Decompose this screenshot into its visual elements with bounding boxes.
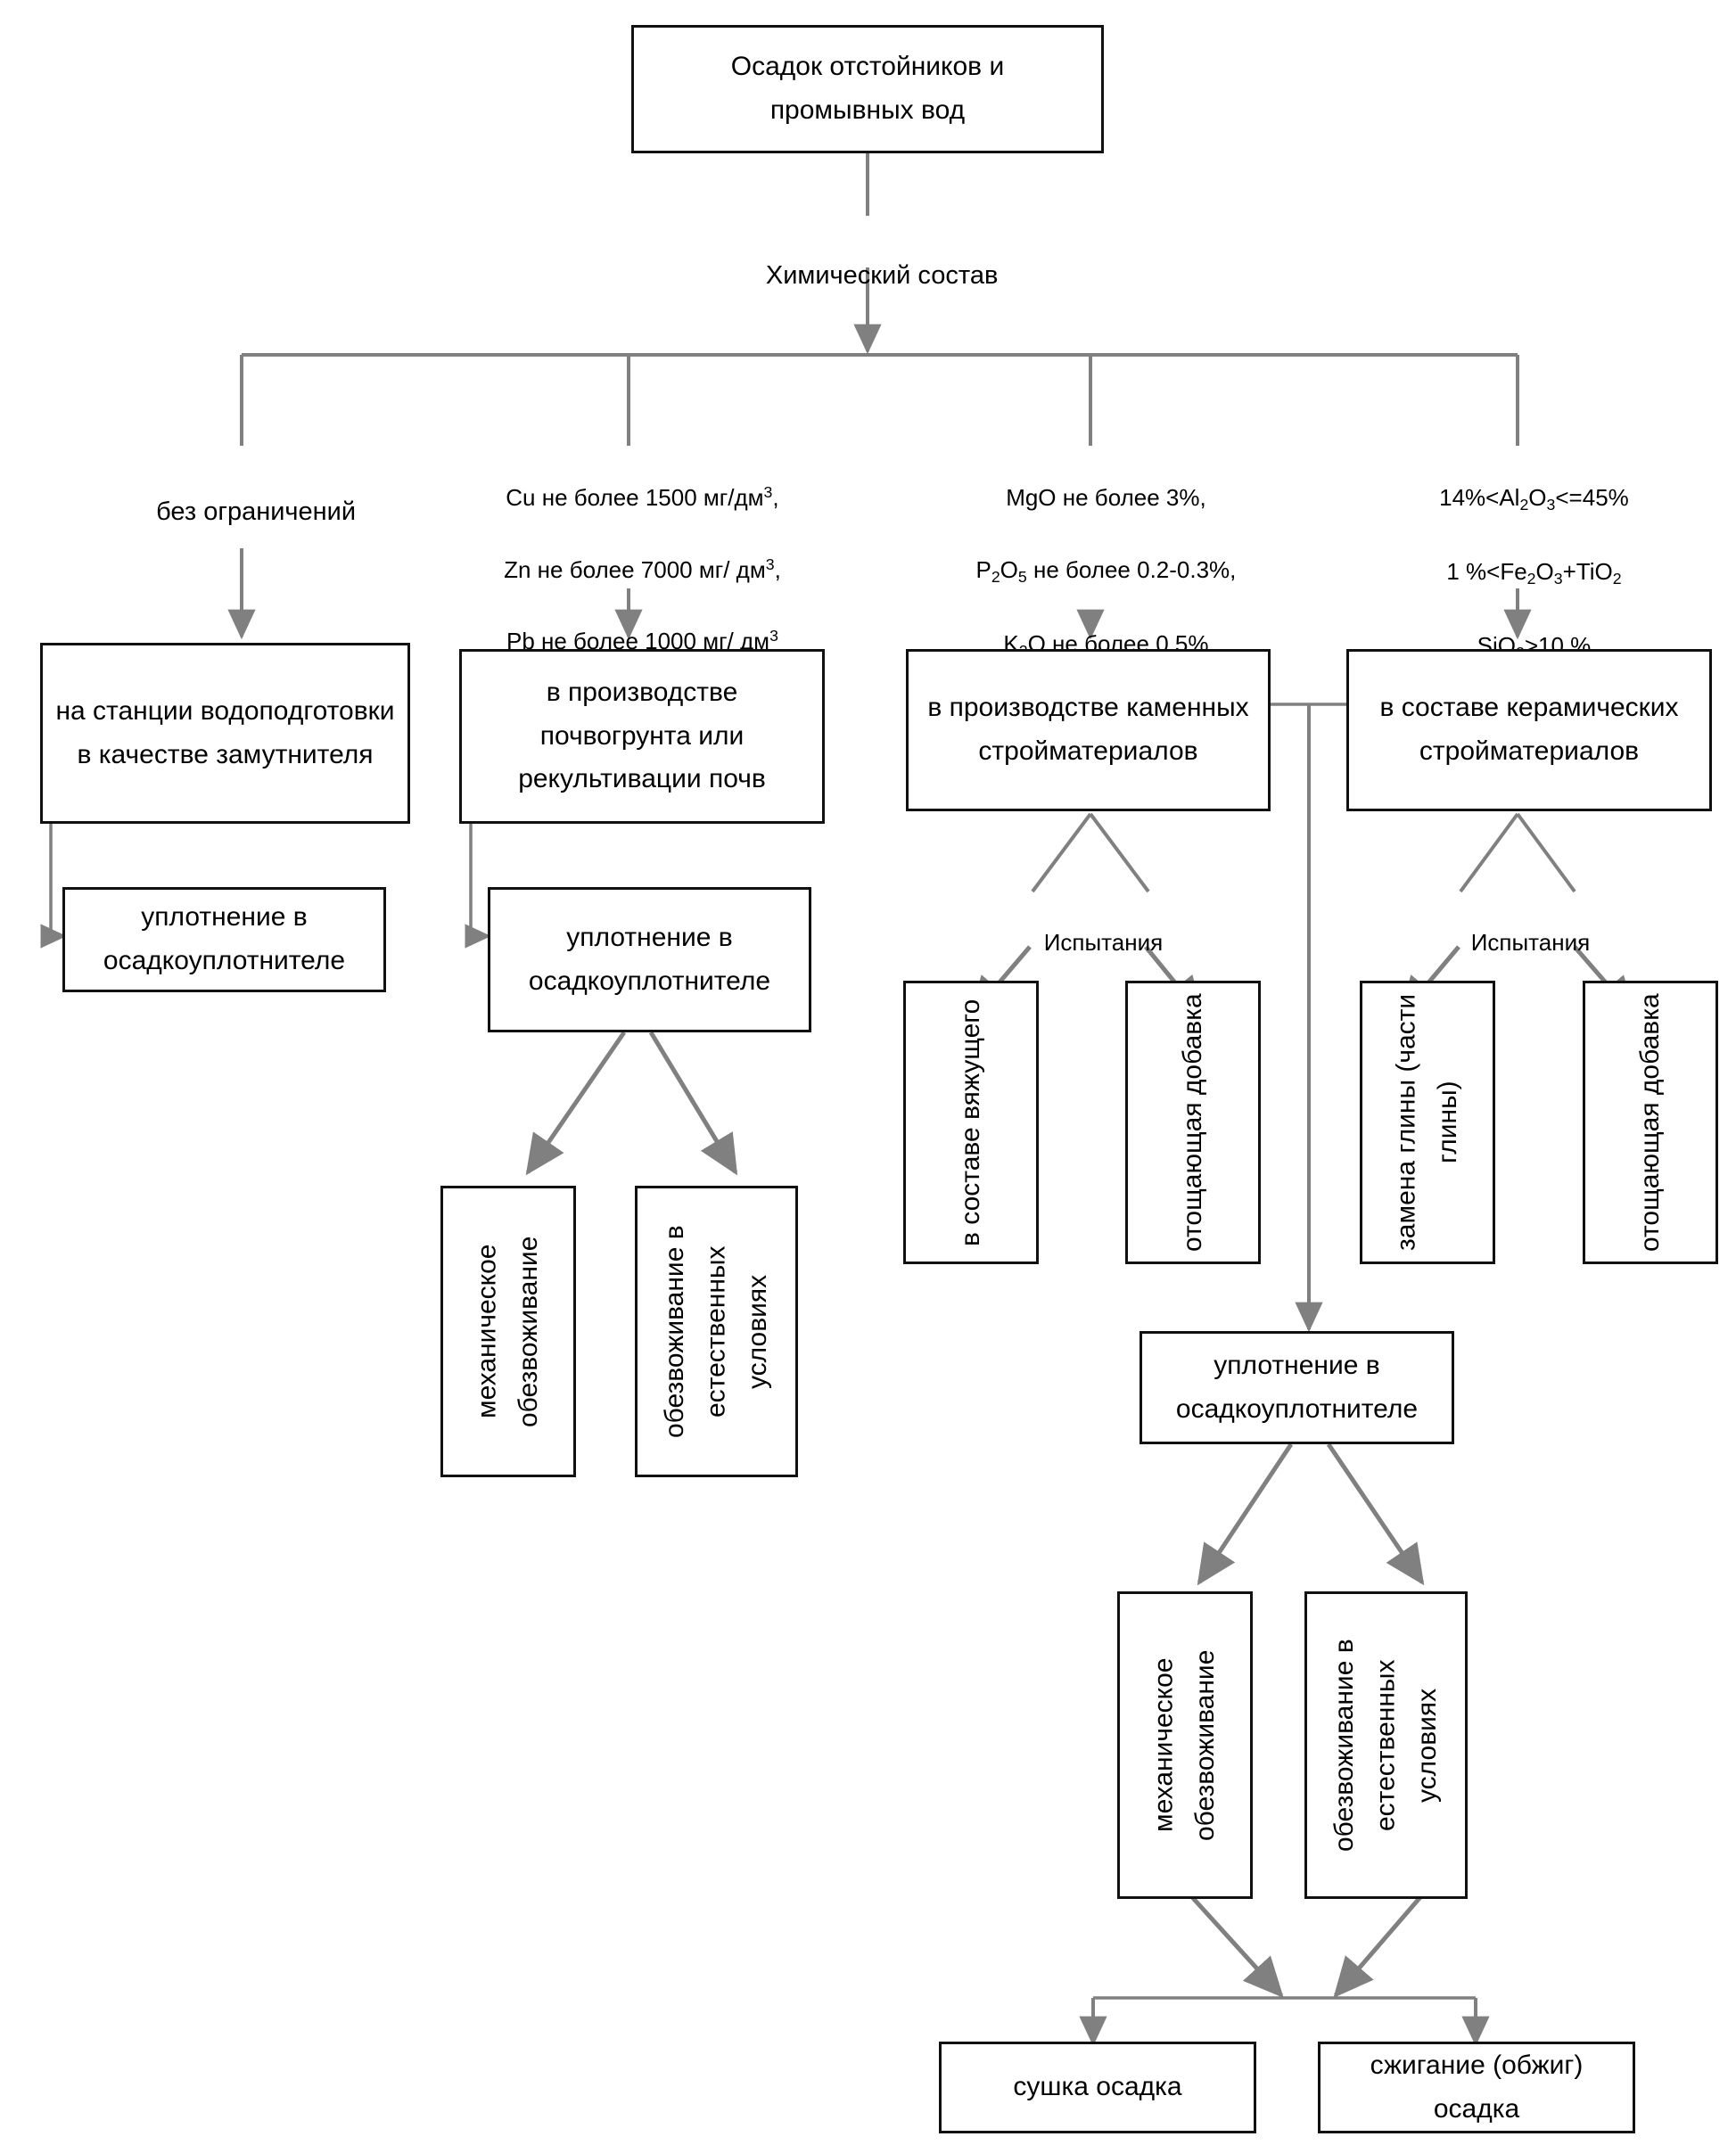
tests-label-ceramic: Испытания — [1393, 892, 1642, 994]
wire-stone-tests-left — [1031, 812, 1092, 893]
node-thickener-bottom[interactable]: уплотнение в осадкоуплотнителе — [1140, 1331, 1454, 1444]
node-dewatering-mechanical-lower-label: механическое обезвоживание — [1148, 1649, 1221, 1841]
node-application-lean-additive-stone-label: отощающая добавка — [1177, 993, 1207, 1252]
wire-mid-to-dewater-nat — [648, 1031, 738, 1176]
node-final-sludge-drying-label: сушка осадка — [1013, 2072, 1182, 2102]
wire-ceramic-tests-left — [1459, 812, 1519, 893]
node-application-lean-additive-ceramic-label: отощающая добавка — [1634, 993, 1665, 1252]
node-source-sludge-label: Осадок отстойников и промывных вод — [730, 52, 1005, 125]
node-use-2-label: в производстве почвогрунта или рекультив… — [518, 678, 766, 794]
node-application-lean-additive-stone[interactable]: отощающая добавка — [1125, 981, 1261, 1264]
node-use-ceramic-materials[interactable]: в составе керамических стройматериалов — [1346, 649, 1712, 811]
node-application-binder-label: в составе вяжущего — [955, 999, 985, 1246]
node-dewatering-natural-lower-label: обезвоживание в естественных условиях — [1329, 1639, 1442, 1852]
tests-label-ceramic-text: Испытания — [1470, 929, 1591, 957]
node-use-stone-materials[interactable]: в производстве каменных стройматериалов — [906, 649, 1271, 811]
node-thickener-left-label: уплотнение в осадкоуплотнителе — [103, 902, 346, 975]
node-dewatering-mechanical-lower[interactable]: механическое обезвоживание — [1117, 1591, 1253, 1899]
node-application-lean-additive-ceramic[interactable]: отощающая добавка — [1583, 981, 1718, 1264]
stage-label-chemical-composition: Химический состав — [689, 218, 1046, 333]
node-final-sludge-drying[interactable]: сушка осадка — [939, 2042, 1256, 2133]
wire-nat-to-final-bus — [1333, 1895, 1422, 1999]
node-use-4-label: в составе керамических стройматериалов — [1379, 693, 1679, 766]
wire-stone-tests-right — [1089, 812, 1150, 893]
wire-bthick-to-mech — [1197, 1442, 1294, 1586]
node-thickener-mid-label: уплотнение в осадкоуплотнителе — [528, 922, 771, 996]
node-thickener-bottom-label: уплотнение в осадкоуплотнителе — [1175, 1350, 1419, 1424]
tests-label-stone-text: Испытания — [1043, 929, 1164, 957]
criteria-label-2: Cu не более 1500 мг/дм3, Zn не более 700… — [504, 483, 781, 655]
wire-bthick-to-nat — [1326, 1442, 1425, 1586]
node-application-clay-replacement[interactable]: замена глины (части глины) — [1360, 981, 1495, 1264]
node-use-soil-production[interactable]: в производстве почвогрунта или рекультив… — [459, 649, 825, 824]
node-dewatering-mechanical-upper-label: механическое обезвоживание — [472, 1236, 544, 1427]
criteria-label-1-text: без ограничений — [156, 497, 357, 526]
node-use-1-label: на станции водоподготовки в качестве зам… — [55, 695, 395, 769]
node-application-clay-replacement-label: замена глины (части глины) — [1391, 993, 1463, 1252]
wire-mid-to-dewater-mech — [525, 1031, 627, 1176]
node-dewatering-natural-lower[interactable]: обезвоживание в естественных условиях — [1304, 1591, 1468, 1899]
node-final-sludge-incineration[interactable]: сжигание (обжиг) осадка — [1318, 2042, 1635, 2133]
node-use-water-treatment-station[interactable]: на станции водоподготовки в качестве зам… — [40, 643, 410, 824]
node-use-3-label: в производстве каменных стройматериалов — [927, 693, 1249, 766]
criteria-label-4: 14%<Al2O3<=45% 1 %<Fe2O3+TiO2 SiO2>10 % — [1439, 484, 1629, 661]
node-source-sludge[interactable]: Осадок отстойников и промывных вод — [631, 25, 1104, 153]
node-application-binder[interactable]: в составе вяжущего — [903, 981, 1039, 1264]
criteria-label-1: без ограничений — [63, 455, 420, 570]
node-dewatering-mechanical-upper[interactable]: механическое обезвоживание — [440, 1186, 576, 1477]
node-final-sludge-incineration-label: сжигание (обжиг) осадка — [1370, 2050, 1584, 2124]
wire-ceramic-tests-right — [1516, 812, 1576, 893]
node-dewatering-natural-upper[interactable]: обезвоживание в естественных условиях — [635, 1186, 798, 1477]
wire-mech-to-final-bus — [1190, 1895, 1284, 1998]
node-thickener-left[interactable]: уплотнение в осадкоуплотнителе — [62, 887, 386, 992]
node-dewatering-natural-upper-label: обезвоживание в естественных условиях — [659, 1225, 772, 1438]
node-thickener-mid[interactable]: уплотнение в осадкоуплотнителе — [488, 887, 811, 1032]
stage-label-text: Химический состав — [765, 260, 999, 290]
tests-label-stone: Испытания — [966, 892, 1215, 994]
